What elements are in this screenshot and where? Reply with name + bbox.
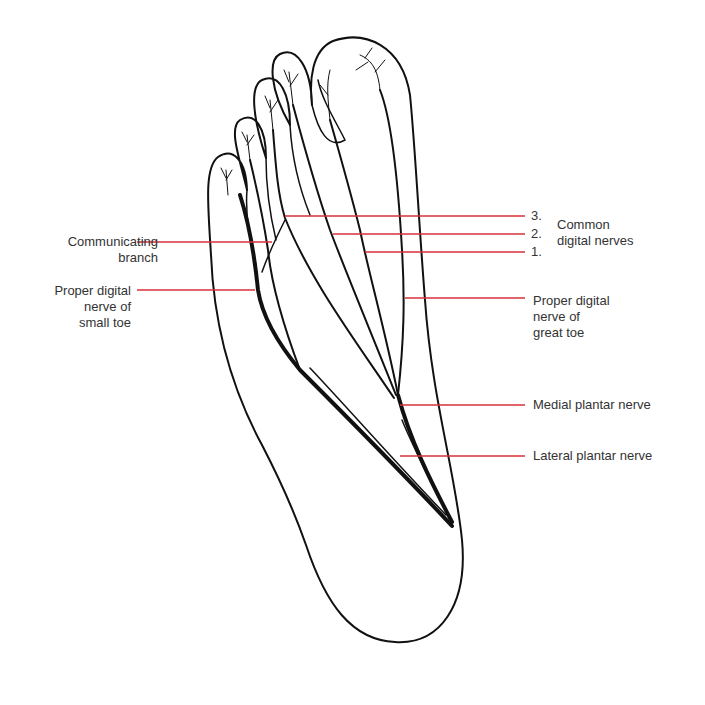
lateral-branch [250,160,300,370]
nerve-label: Lateral plantar nerve [533,448,652,464]
group-label: Common digital nerves [557,217,634,249]
communicating-branch-label: Communicating branch [68,234,158,266]
callout-number: 3. [531,208,542,224]
leader-lines [137,216,525,456]
medial-plantar-nerve [398,395,452,522]
nerve-label: Medial plantar nerve [533,397,651,413]
medial-plantar-nerve-edge [402,420,440,500]
callout-number: 2. [531,226,542,242]
lateral-plantar-nerve [240,195,452,526]
foot-outline [208,38,463,643]
great-toe-nerve-label: Proper digital nerve of great toe [533,293,610,341]
toe-tip-branches [221,48,385,195]
toe-crease [266,158,276,240]
toe-crease [290,125,310,215]
proper-digital-nerve-great-toe [380,90,404,395]
toe-crease [312,80,345,143]
lateral-plantar-nerve-edge [310,368,446,515]
common-digital-nerve-3 [273,130,394,398]
callout-number: 1. [531,244,542,260]
communicating-branch [262,220,285,272]
common-digital-nerve-2 [293,105,396,395]
small-toe-nerve-label: Proper digital nerve of small toe [54,283,131,331]
